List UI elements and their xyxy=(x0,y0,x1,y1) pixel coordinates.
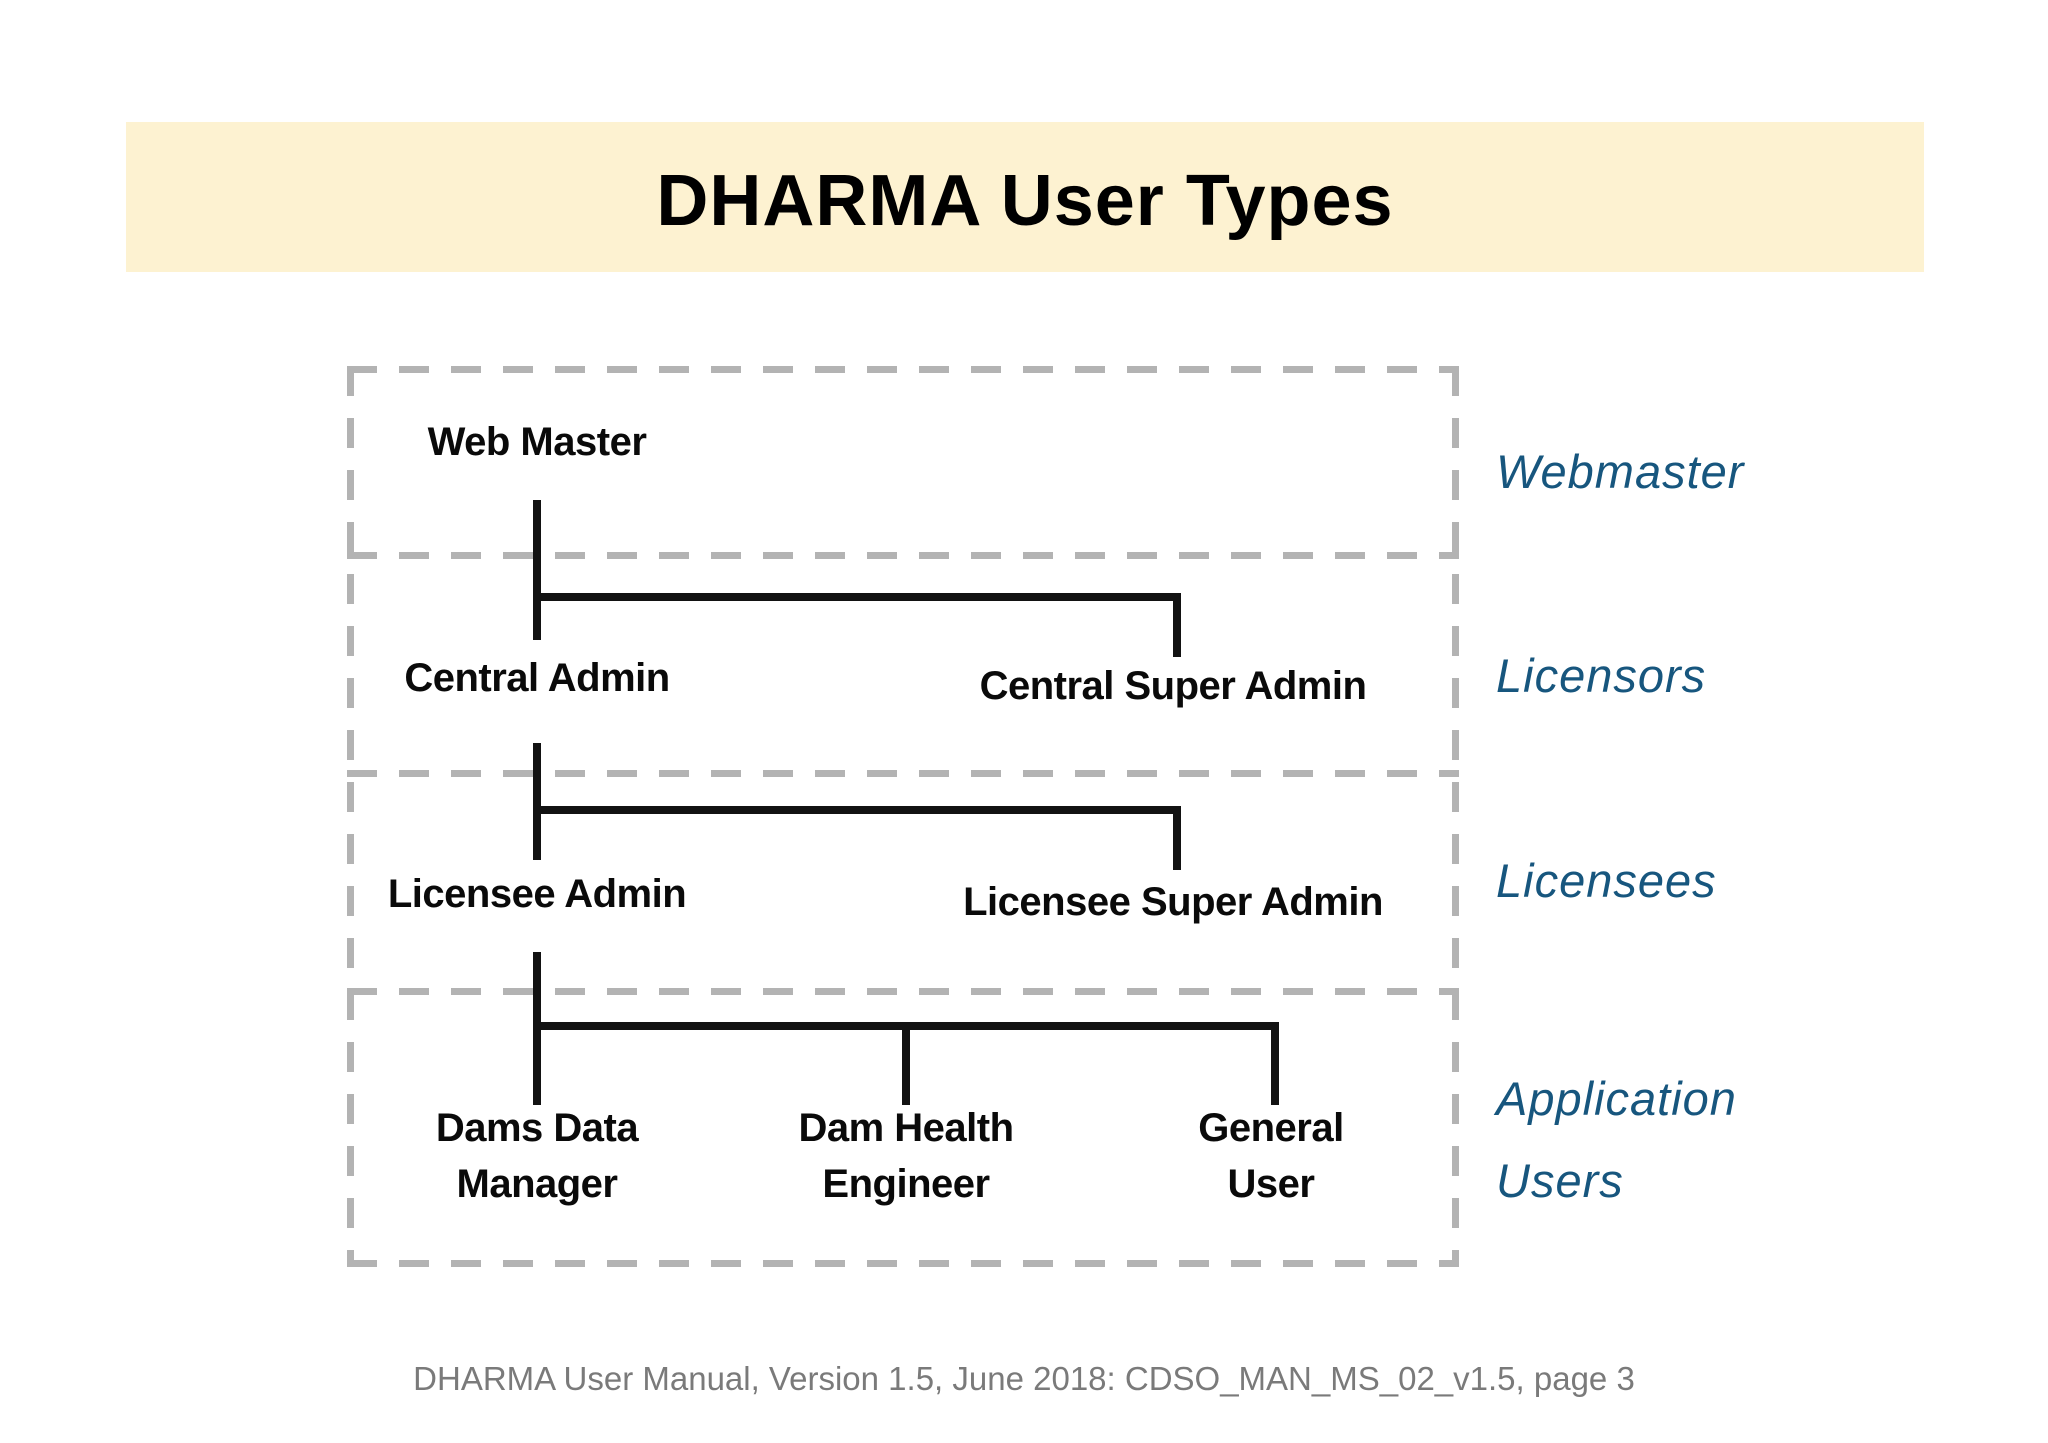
connector-general-user-drop xyxy=(1271,1022,1279,1105)
connector-webmaster-stem xyxy=(533,500,541,640)
footer-citation: DHARMA User Manual, Version 1.5, June 20… xyxy=(413,1360,1635,1397)
node-general-user: General User xyxy=(1198,1106,1344,1206)
side-label-application-users: Application Users xyxy=(1496,1072,1737,1207)
side-label-licensors: Licensors xyxy=(1496,649,1707,702)
group-divider-webmaster-licensors xyxy=(347,552,1459,559)
node-licensee-admin: Licensee Admin xyxy=(387,872,687,916)
connector-licensors-bar xyxy=(533,593,1181,601)
connector-central-super-drop xyxy=(1173,593,1181,657)
connector-licensee-super-drop xyxy=(1173,806,1181,870)
node-licensee-super-admin: Licensee Super Admin xyxy=(963,880,1383,924)
connector-dam-health-drop xyxy=(902,1022,910,1105)
page-title: DHARMA User Types xyxy=(656,161,1394,241)
group-border-top xyxy=(347,366,1459,373)
node-central-admin: Central Admin xyxy=(404,656,670,700)
group-border-bottom xyxy=(347,1260,1459,1267)
group-border-right xyxy=(1452,366,1459,1267)
title-banner: DHARMA User Types xyxy=(126,122,1924,272)
node-dam-health-engineer: Dam Health Engineer xyxy=(798,1106,1014,1206)
node-web-master: Web Master xyxy=(427,420,647,464)
side-label-webmaster: Webmaster xyxy=(1496,445,1745,498)
group-divider-licensees-appusers xyxy=(347,988,1459,995)
side-label-licensees: Licensees xyxy=(1496,854,1717,907)
connector-licensees-bar xyxy=(533,806,1181,814)
connector-central-admin-stem xyxy=(533,743,541,860)
node-central-super-admin: Central Super Admin xyxy=(979,664,1367,708)
group-divider-licensors-licensees xyxy=(347,770,1459,777)
node-dams-data-manager: Dams Data Manager xyxy=(435,1106,639,1206)
group-border-left xyxy=(347,366,354,1267)
